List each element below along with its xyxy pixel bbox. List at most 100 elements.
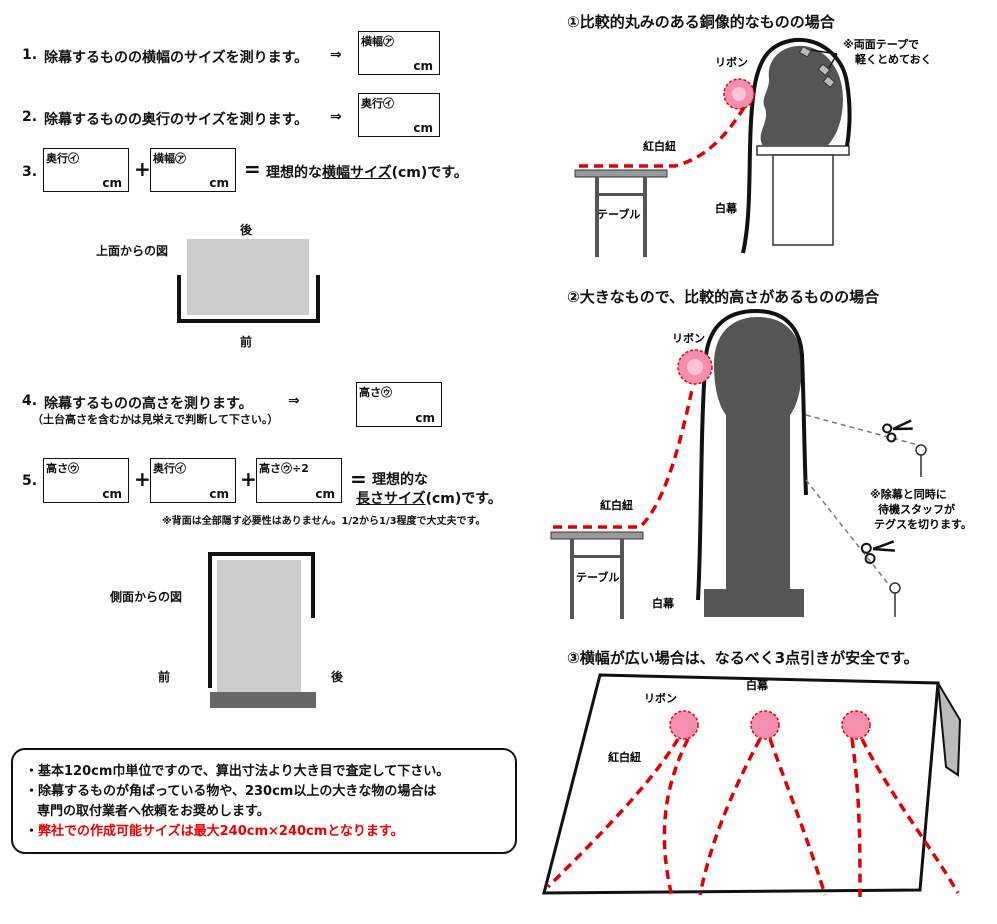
case2-illustration: テーブル リボン 紅白紐 白幕 ※除幕と同時に 待機スタッフが テグスを切ります…: [550, 308, 972, 619]
cloth-front: [542, 673, 940, 895]
staff-note-3: テグスを切ります。: [874, 517, 972, 531]
step4-text: 除幕するものの高さを測ります。: [44, 396, 253, 412]
equals-sign: =: [350, 467, 367, 491]
plus-sign: +: [134, 467, 151, 491]
step2-text: 除幕するものの奥行のサイズを測ります。: [44, 112, 309, 128]
pointer-line: [810, 49, 838, 55]
cord-label: 紅白紐: [600, 498, 633, 512]
case1-title: ①比較的丸みのある銅像的なものの場合: [567, 13, 835, 31]
result-suffix: (cm)です。: [425, 491, 502, 507]
result-suffix: (cm)です。: [391, 165, 468, 181]
step4-height-box: 高さ㋒ cm: [356, 382, 442, 427]
step3-result: 理想的な横幅サイズ(cm)です。: [266, 162, 468, 182]
notice-max-size: 弊社での作成可能サイズは最大240cm×240cmとなります。: [38, 824, 404, 839]
result-underlined: 横幅サイズ: [322, 165, 392, 181]
result-prefix: 理想的な: [266, 165, 322, 181]
cloth-label: 白幕: [652, 596, 675, 610]
notice-line-4: ・弊社での作成可能サイズは最大240cm×240cmとなります。: [25, 822, 515, 842]
hook-eye: [915, 444, 927, 456]
scissors-icon: [882, 419, 913, 443]
box-unit: cm: [102, 176, 122, 190]
staff-note-2: 待機スタッフが: [877, 502, 955, 516]
step5-result-line2: 長さサイズ(cm)です。: [356, 488, 502, 508]
equals-sign: =: [244, 157, 261, 181]
table-label: テーブル: [597, 207, 640, 221]
box-label: 高さ㋒÷2: [259, 462, 309, 475]
table-top: [574, 169, 668, 178]
staff-note-1: ※除幕と同時に: [870, 487, 947, 501]
notice-line-1: ・基本120cm巾単位ですので、算出寸法より大き目で査定して下さい。: [25, 764, 450, 779]
box-unit: cm: [415, 411, 435, 425]
cloth-outline: [177, 275, 320, 323]
side-view-back-label: 後: [331, 670, 344, 684]
step5-depth-box: 奥行㋑ cm: [150, 458, 236, 503]
plus-sign: +: [134, 157, 151, 181]
ribbon-rosette: [669, 710, 699, 740]
box-unit: cm: [209, 487, 229, 501]
object-rect: [217, 560, 301, 692]
cloth-outline: [741, 37, 852, 254]
ribbon-rosette: [750, 710, 780, 740]
step1-arrow: ⇒: [330, 47, 342, 63]
cloth-outline: [208, 552, 315, 688]
step2-depth-box: 奥行㋑ cm: [358, 93, 440, 137]
result-underlined: 長さサイズ: [356, 491, 426, 507]
scissors-icon: [860, 540, 895, 565]
table-leg: [643, 177, 647, 257]
box-label: 高さ㋒: [359, 386, 392, 399]
box-label: 奥行㋑: [153, 462, 186, 475]
case3-illustration: 白幕 リボン 紅白紐: [542, 673, 962, 898]
statue-shape: [714, 317, 802, 617]
step1-number: 1.: [22, 47, 38, 63]
tape-piece: [817, 63, 831, 76]
statue-base: [704, 589, 804, 617]
top-view-diagram: [177, 239, 320, 323]
box-unit: cm: [413, 59, 433, 73]
box-label: 奥行㋑: [361, 97, 394, 110]
table-leg: [570, 539, 574, 619]
notice-line-3: 専門の取付業者へ依頼をお奨めします。: [37, 804, 270, 819]
box-label: 高さ㋒: [46, 462, 79, 475]
step5-half-height-box: 高さ㋒÷2 cm: [256, 458, 342, 503]
side-view-title: 側面からの図: [110, 590, 183, 604]
step3-number: 3.: [22, 164, 38, 180]
notice-box: ・基本120cm巾単位ですので、算出寸法より大き目で査定して下さい。 ・除幕する…: [11, 748, 517, 854]
tape-piece: [798, 45, 812, 58]
table-rail: [595, 193, 647, 196]
object-rect: [187, 239, 309, 315]
box-unit: cm: [413, 121, 433, 135]
ribbon-center: [732, 87, 746, 101]
pointer-line: [828, 53, 838, 69]
tape-piece: [822, 75, 836, 88]
hook-eye: [889, 582, 901, 594]
plus-sign: +: [240, 467, 257, 491]
box-label: 奥行㋑: [46, 152, 79, 165]
side-view-diagram: [208, 552, 316, 708]
red-white-cords: [546, 738, 960, 898]
box-label: 横幅㋐: [153, 152, 186, 165]
cord-label: 紅白紐: [608, 750, 641, 764]
step3-depth-box: 奥行㋑ cm: [43, 148, 129, 192]
step5-result-line1: 理想的な: [372, 472, 428, 488]
table-label: テーブル: [576, 570, 619, 584]
pedestal-rect: [210, 692, 316, 708]
step5-number: 5.: [22, 473, 38, 489]
ribbon-rosette: [841, 710, 871, 740]
step5-note: ※背面は全部隠す必要性はありません。1/2から1/3程度で大丈夫です。: [162, 516, 486, 527]
step4-number: 4.: [22, 393, 38, 409]
cloth-label: 白幕: [746, 678, 769, 692]
case3-title: ③横幅が広い場合は、なるべく3点引きが安全です。: [567, 649, 919, 667]
ribbon-label: リボン: [715, 55, 748, 69]
case1-illustration: テーブル リボン 紅白紐 白幕 ※両面テープで 軽くとめておく: [574, 37, 932, 257]
bust-shape: [760, 45, 843, 146]
ribbon-center: [687, 359, 703, 375]
box-label: 横幅㋐: [361, 35, 394, 48]
red-white-cord: [553, 384, 695, 529]
top-view-title: 上面からの図: [96, 244, 169, 258]
step2-arrow: ⇒: [330, 109, 342, 125]
step1-width-box: 横幅㋐ cm: [358, 31, 440, 75]
top-view-front-label: 前: [240, 335, 253, 349]
side-view-front-label: 前: [158, 670, 171, 684]
ribbon-label: リボン: [644, 691, 677, 705]
notice-bullet: ・: [25, 824, 39, 839]
